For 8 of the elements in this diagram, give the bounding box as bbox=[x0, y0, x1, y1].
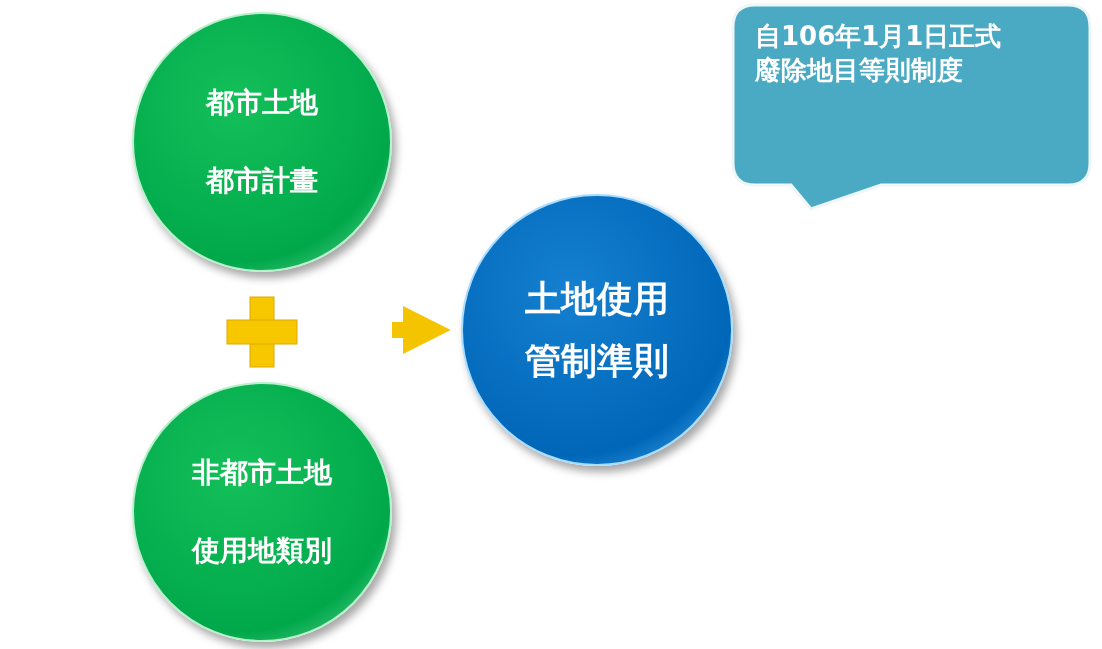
node-text: 都市土地 bbox=[206, 85, 318, 121]
node-text: 自106年1月1日正式廢除地目等則制度 bbox=[755, 20, 1003, 87]
arrow bbox=[392, 306, 451, 354]
node-text: 都市計畫 bbox=[206, 163, 318, 199]
node-text: 使用地類別 bbox=[192, 533, 332, 569]
speech-bubble bbox=[731, 3, 1094, 213]
node-text: 非都市土地 bbox=[192, 455, 332, 491]
node-text: 土地使用管制準則 bbox=[525, 277, 669, 383]
